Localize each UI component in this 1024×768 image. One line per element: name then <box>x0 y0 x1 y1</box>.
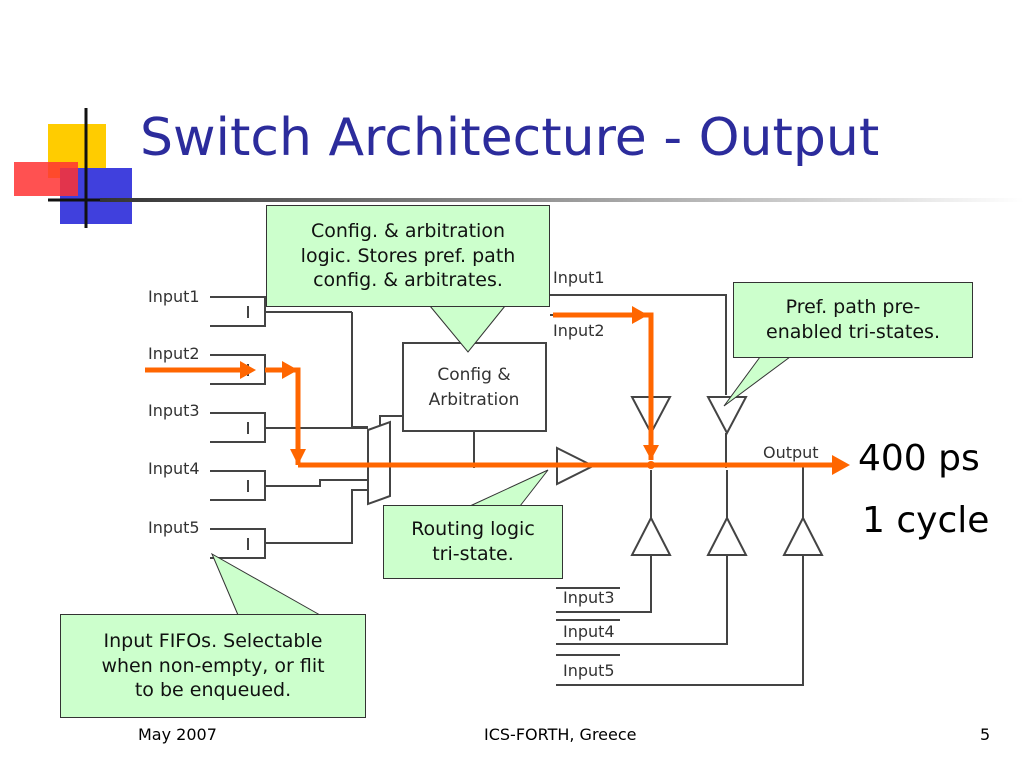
footer-organization: ICS-FORTH, Greece <box>484 725 637 744</box>
tristate-bottom-3 <box>782 515 824 556</box>
label-top-input1: Input1 <box>553 268 605 287</box>
label-top-input2: Input2 <box>553 321 605 340</box>
arrow-mux <box>290 449 306 465</box>
input-fifos <box>210 296 368 559</box>
bottom-input-wires <box>556 470 804 686</box>
callout-config: Config. & arbitration logic. Stores pref… <box>266 205 550 307</box>
label-left-input1: Input1 <box>148 287 200 306</box>
callout-pointers <box>210 305 791 616</box>
callout-routing-line2: tri-state. <box>432 543 514 565</box>
tristate-bottom-2 <box>706 515 748 556</box>
callout-routing: Routing logic tri-state. <box>383 505 563 579</box>
arrow-input2 <box>240 361 256 379</box>
label-left-input4: Input4 <box>148 459 200 478</box>
arrow-down-tristate <box>643 445 659 460</box>
callout-pref-line1: Pref. path pre- <box>785 296 921 319</box>
arrow-top-input <box>632 306 648 324</box>
slide-logo <box>14 108 140 228</box>
tristate-pref-2 <box>706 396 748 436</box>
callout-config-line3: config. & arbitrates. <box>313 269 503 292</box>
label-left-input3: Input3 <box>148 401 200 420</box>
config-block-line1: Config & <box>437 365 510 385</box>
latency-label: 400 ps <box>858 438 980 479</box>
config-block-line2: Arbitration <box>429 390 520 410</box>
cycles-label: 1 cycle <box>862 500 990 541</box>
label-bottom-input3: Input3 <box>563 588 615 607</box>
arrow-fifo2 <box>282 361 298 379</box>
callout-config-line2: logic. Stores pref. path <box>300 244 516 267</box>
title-rule <box>100 198 1024 202</box>
footer-page-number: 5 <box>980 725 991 744</box>
junction-dot <box>647 461 655 469</box>
label-bottom-input5: Input5 <box>563 661 615 680</box>
slide-title: Switch Architecture - Output <box>140 108 880 168</box>
label-left-input2: Input2 <box>148 344 200 363</box>
label-bottom-input4: Input4 <box>563 622 615 641</box>
callout-config-line1: Config. & arbitration <box>311 219 505 242</box>
config-arbitration-block <box>402 342 547 432</box>
callout-fifo-line1: Input FIFOs. Selectable <box>103 629 323 652</box>
callout-fifo-line2: when non-empty, or flit <box>101 654 325 677</box>
output-label: Output <box>763 443 819 462</box>
tristate-bottom-1 <box>630 515 672 556</box>
label-left-input5: Input5 <box>148 518 200 537</box>
callout-fifo-line3: to be enqueued. <box>134 679 292 702</box>
arrow-output <box>832 455 850 475</box>
callout-routing-line1: Routing logic <box>411 518 535 541</box>
callout-fifo: Input FIFOs. Selectable when non-empty, … <box>60 614 366 718</box>
callout-pref: Pref. path pre- enabled tri-states. <box>733 282 973 358</box>
callout-pref-line2: enabled tri-states. <box>766 321 940 343</box>
footer-date: May 2007 <box>138 725 217 744</box>
mux-select-wire <box>379 415 402 426</box>
